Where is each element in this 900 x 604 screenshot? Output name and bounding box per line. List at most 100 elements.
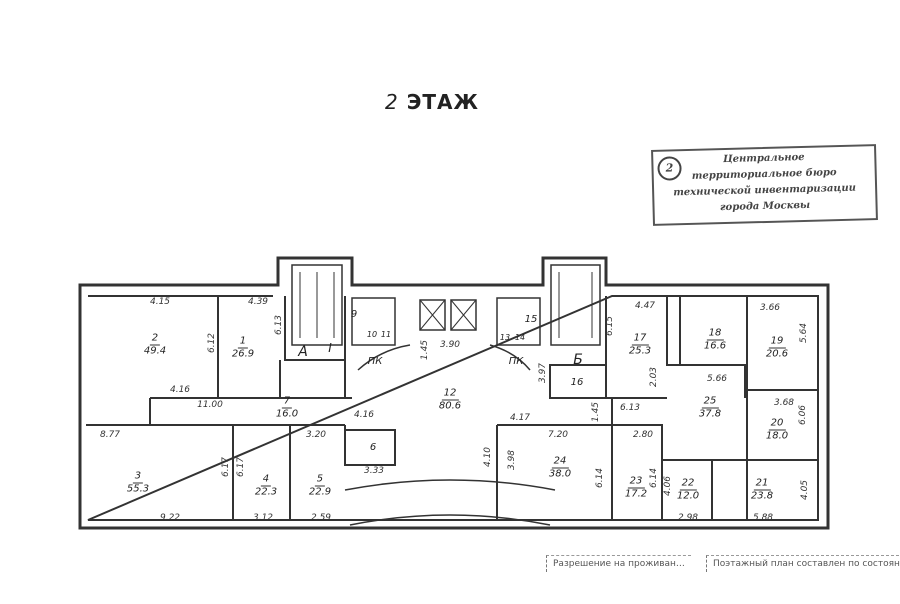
dimension: 1.45 — [591, 401, 601, 423]
room-area: 20.6 — [765, 348, 789, 360]
room-number: 20 — [768, 417, 786, 431]
dimension: 3.12 — [252, 513, 274, 523]
dimension: 3.98 — [507, 449, 517, 471]
room-area: 17.2 — [624, 488, 648, 500]
dimension: 6.12 — [207, 332, 217, 354]
dimension: 6.17 — [221, 456, 231, 478]
inner-wall — [87, 295, 819, 521]
dimension: 5.64 — [799, 322, 809, 344]
dimension: 11.00 — [197, 400, 223, 410]
dimension: 3.68 — [773, 398, 795, 408]
dimension: 2.80 — [632, 430, 654, 440]
label-pk: ПК — [508, 356, 524, 367]
dimension: 6.14 — [595, 467, 605, 489]
dimension: 5.66 — [706, 374, 728, 384]
room-area: 38.0 — [548, 468, 572, 480]
room-number: 25 — [701, 395, 719, 409]
dimension: 6.13 — [274, 314, 284, 336]
room-area: 18.0 — [765, 430, 789, 442]
room-number: 12 — [441, 387, 459, 401]
dimension: 3.90 — [439, 340, 461, 350]
room-number: 6 — [369, 442, 377, 453]
dimension: 4.06 — [663, 475, 673, 497]
room-number: 1 — [237, 335, 249, 349]
room-number: 19 — [768, 335, 786, 349]
outer-wall — [78, 256, 830, 530]
room-number: 16 — [570, 377, 584, 388]
room-number: 22 — [679, 477, 697, 491]
footer-left-text: Разрешение на проживан… — [546, 555, 691, 572]
label-11: 11 — [380, 330, 392, 339]
room-number: 5 — [314, 473, 326, 487]
label-pk: ПК — [367, 356, 383, 367]
room-area: 16.6 — [703, 340, 727, 352]
dimension: 6.06 — [798, 404, 808, 426]
dimension: 6.15 — [605, 315, 615, 337]
dimension: 2.59 — [310, 513, 332, 523]
dimension: 4.16 — [353, 410, 375, 420]
room-area: 25.3 — [628, 345, 652, 357]
room-area: 22.9 — [308, 486, 332, 498]
label-10: 10 — [366, 330, 378, 339]
dimension: 4.17 — [509, 413, 531, 423]
dimension: 6.13 — [619, 403, 641, 413]
room-area: 12.0 — [676, 490, 700, 502]
dimension: 4.16 — [169, 385, 191, 395]
stair-b-label: Б — [573, 352, 583, 368]
stair-a-label: А — [298, 344, 308, 360]
dimension: 3.20 — [305, 430, 327, 440]
dimension: 9.22 — [159, 513, 181, 523]
room-6: 6 — [370, 442, 376, 454]
label-15: 15 — [524, 314, 538, 325]
dimension: 4.05 — [800, 479, 810, 501]
dimension: 4.39 — [247, 297, 269, 307]
label-i: I — [328, 341, 332, 355]
label-13: 13 — [499, 333, 511, 342]
floor-title-text: ЭТАЖ — [406, 90, 480, 114]
dimension: 3.66 — [759, 303, 781, 313]
room-area: 26.9 — [231, 348, 255, 360]
room-area: 23.8 — [750, 490, 774, 502]
room-number: 18 — [706, 327, 724, 341]
room-area: 37.8 — [698, 408, 722, 420]
room-area: 49.4 — [143, 345, 167, 357]
dimension: 2.03 — [649, 366, 659, 388]
dimension: 4.10 — [483, 446, 493, 468]
label-9: 9 — [350, 309, 358, 320]
room-number: 24 — [551, 455, 569, 469]
dimension: 6.17 — [236, 456, 246, 478]
room-number: 23 — [627, 475, 645, 489]
room-area: 55.3 — [126, 483, 150, 495]
room-area: 16.0 — [275, 408, 299, 420]
room-number: 2 — [149, 332, 161, 346]
dimension: 4.15 — [149, 297, 171, 307]
dimension: 6.14 — [649, 467, 659, 489]
label-14: 14 — [514, 333, 526, 342]
dimension: 8.77 — [99, 430, 121, 440]
dimension: 7.20 — [547, 430, 569, 440]
room-16: 16 — [571, 377, 584, 389]
dimension: 2.98 — [677, 513, 699, 523]
dimension: 4.47 — [634, 301, 656, 311]
room-number: 17 — [631, 332, 649, 346]
dimension: 3.97 — [538, 362, 548, 384]
room-area: 22.3 — [254, 486, 278, 498]
